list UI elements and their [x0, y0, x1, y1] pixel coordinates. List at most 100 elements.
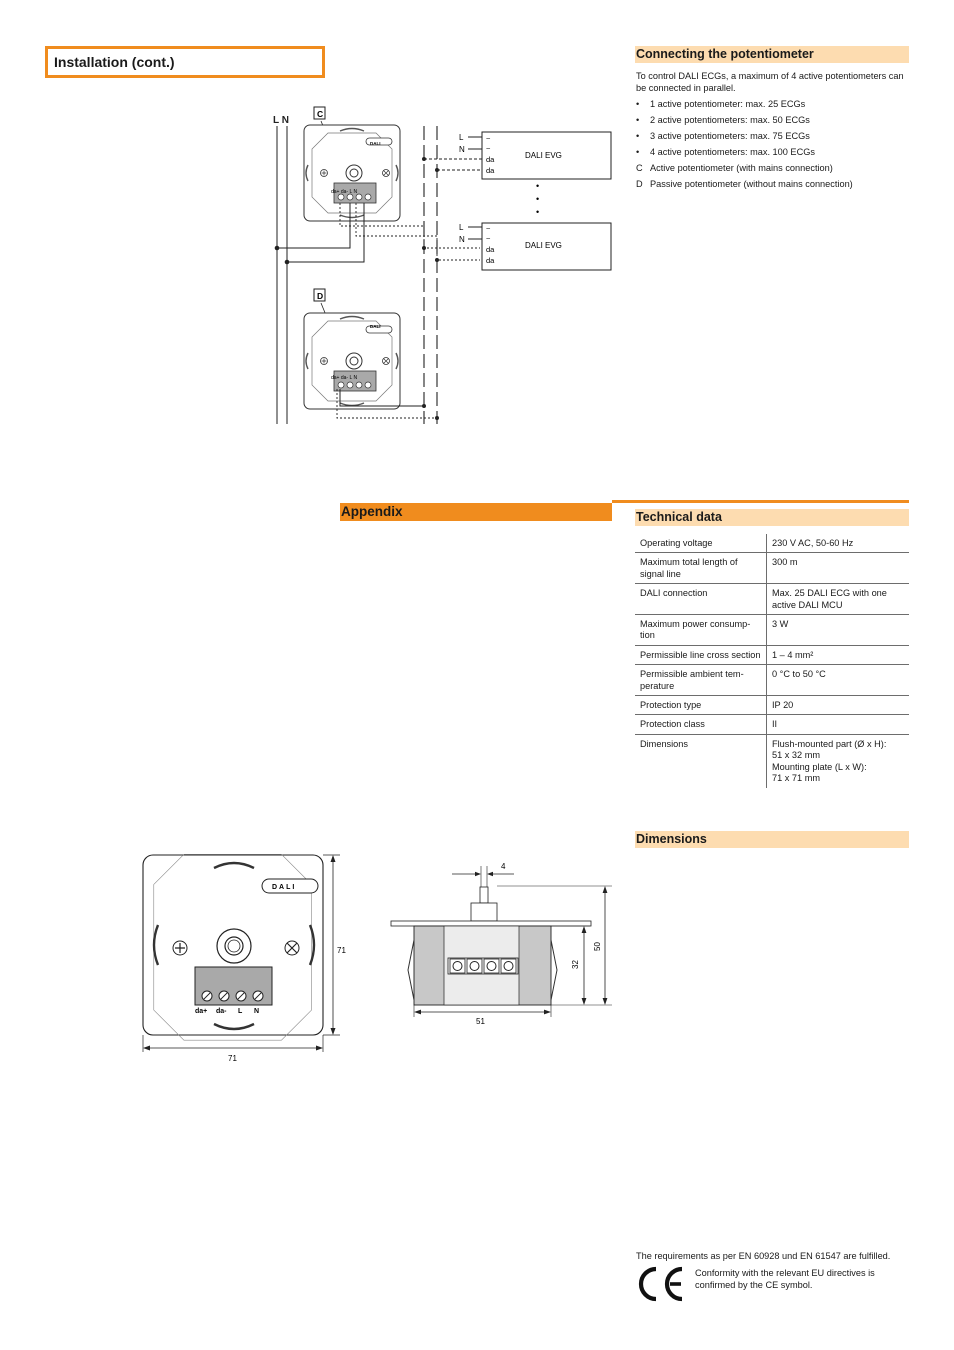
spec-value: Max. 25 DALI ECG with one active DALI MC… — [766, 583, 909, 615]
ecg-2-box — [481, 222, 612, 271]
wiring-diagram: L N C DALI da+ da- L N D DALI da+ da- L … — [273, 106, 612, 424]
list-item-text: Passive potentiometer (without mains con… — [650, 179, 853, 189]
front-width-label: 71 — [228, 1054, 237, 1063]
ce-conformity-text: Conformity with the relevant EU directiv… — [695, 1268, 875, 1290]
ecg-2-name: DALI EVG — [525, 241, 562, 250]
appendix-rule — [612, 500, 909, 503]
bullet-mark: D — [636, 179, 643, 189]
spec-name: Permissible ambient tem-perature — [635, 664, 767, 696]
list-item-text: 1 active potentiometer: max. 25 ECGs — [650, 99, 806, 109]
list-item-text: 2 active potentiometers: max. 50 ECGs — [650, 115, 810, 125]
potentiometer-d-symbol — [303, 312, 401, 410]
list-item-text: Active potentiometer (with mains connect… — [650, 163, 833, 173]
bullet-mark: • — [636, 147, 640, 157]
label-d: D — [317, 291, 323, 301]
spec-name: Operating voltage — [640, 538, 713, 548]
device-c-terminals: da+ da- L N — [331, 189, 357, 195]
ce-mark-icon — [638, 1266, 683, 1302]
ecg-2-in-3: da — [486, 245, 495, 254]
list-item: • 4 active potentiometers: max. 100 ECGs — [636, 146, 908, 158]
device-c-logo: DALI — [370, 141, 381, 146]
spec-name: Maximum power consump-tion — [635, 614, 767, 646]
potentiometer-intro: To control DALI ECGs, a maximum of 4 act… — [636, 71, 904, 93]
list-item-text: 4 active potentiometers: max. 100 ECGs — [650, 147, 815, 157]
spec-name: DALI connection — [635, 583, 767, 615]
shaft-width-label: 4 — [501, 862, 506, 871]
list-item: D Passive potentiometer (without mains co… — [636, 178, 908, 190]
ecg-1-box — [481, 131, 612, 180]
front-view-drawing: DALI da+ da- L N 71 71 — [142, 853, 346, 1063]
table-row: Operating voltage 230 V AC, 50-60 Hz — [635, 534, 909, 553]
bullet-mark: C — [636, 163, 643, 173]
ecg-1-name: DALI EVG — [525, 151, 562, 160]
front-height-label: 71 — [337, 946, 346, 955]
mains-label: L N — [273, 115, 289, 126]
total-height-label: 50 — [593, 942, 602, 951]
bullet-mark: • — [636, 115, 640, 125]
front-terminal-l: L — [238, 1008, 243, 1015]
spec-value: IP 20 — [766, 695, 909, 715]
side-view-drawing: 4 32 50 51 — [390, 862, 612, 1026]
bullet-mark: • — [636, 99, 640, 109]
body-width-label: 51 — [476, 1017, 485, 1026]
technical-data-heading: Technical data — [635, 509, 909, 526]
label-d-box — [313, 288, 326, 302]
ecg-continuation-1: • — [536, 181, 539, 191]
potentiometer-list: • 1 active potentiometer: max. 25 ECGs • 2… — [636, 94, 908, 190]
spec-name: Permissible line cross section — [635, 644, 767, 665]
spec-value: Flush-mounted part (Ø x H): 51 x 32 mm M… — [766, 733, 909, 788]
spec-name: Dimensions — [635, 733, 767, 788]
ecg-2-in-4: da — [486, 256, 495, 265]
ecg-1-in-1: ~ — [486, 134, 491, 143]
ecg-1-term-l: L — [459, 133, 464, 142]
ecg-continuation-3: • — [536, 207, 539, 217]
ecg-2-term-n: N — [459, 235, 465, 244]
list-item: • 1 active potentiometer: max. 25 ECGs — [636, 98, 908, 110]
potentiometer-heading: Connecting the potentiometer — [635, 46, 909, 63]
front-view-logo: DALI — [272, 884, 296, 891]
front-terminal-da-minus: da- — [216, 1008, 227, 1015]
spec-value: 1 – 4 mm² — [766, 644, 909, 665]
label-c: C — [317, 109, 323, 119]
spec-value: 0 °C to 50 °C — [766, 664, 909, 696]
list-item: C Active potentiometer (with mains connec… — [636, 162, 908, 174]
device-d-terminals: da+ da- L N — [331, 375, 357, 381]
list-item: • 3 active potentiometers: max. 75 ECGs — [636, 130, 908, 142]
spec-value: 3 W — [766, 614, 909, 646]
ecg-2-in-1: ~ — [486, 224, 491, 233]
dimensions-heading: Dimensions — [635, 831, 909, 848]
installation-heading: Installation (cont.) — [45, 46, 325, 78]
list-item: • 2 active potentiometers: max. 50 ECGs — [636, 114, 908, 126]
ecg-1-in-3: da — [486, 155, 495, 164]
ecg-1-in-2: ~ — [486, 144, 491, 153]
list-item-text: 3 active potentiometers: max. 75 ECGs — [650, 131, 810, 141]
appendix-heading: Appendix — [340, 503, 612, 521]
device-d-logo: DALI — [370, 324, 381, 329]
spec-name: Protection type — [635, 695, 767, 715]
body-height-label: 32 — [571, 960, 580, 969]
spec-value: 300 m — [766, 552, 909, 584]
ecg-1-in-4: da — [486, 166, 495, 175]
spec-value: 230 V AC, 50-60 Hz — [766, 534, 909, 553]
label-c-box — [313, 106, 326, 120]
spec-name: Protection class — [635, 714, 767, 735]
potentiometer-c-symbol — [303, 124, 401, 222]
spec-value: II — [766, 714, 909, 735]
requirements-text: The requirements as per EN 60928 und EN … — [636, 1251, 891, 1261]
spec-name: Maximum total length of signal line — [635, 552, 767, 584]
bullet-mark: • — [636, 131, 640, 141]
ecg-continuation-2: • — [536, 194, 539, 204]
ecg-1-term-n: N — [459, 145, 465, 154]
front-terminal-n: N — [254, 1008, 259, 1015]
ecg-2-in-2: ~ — [486, 234, 491, 243]
ecg-2-term-l: L — [459, 223, 464, 232]
